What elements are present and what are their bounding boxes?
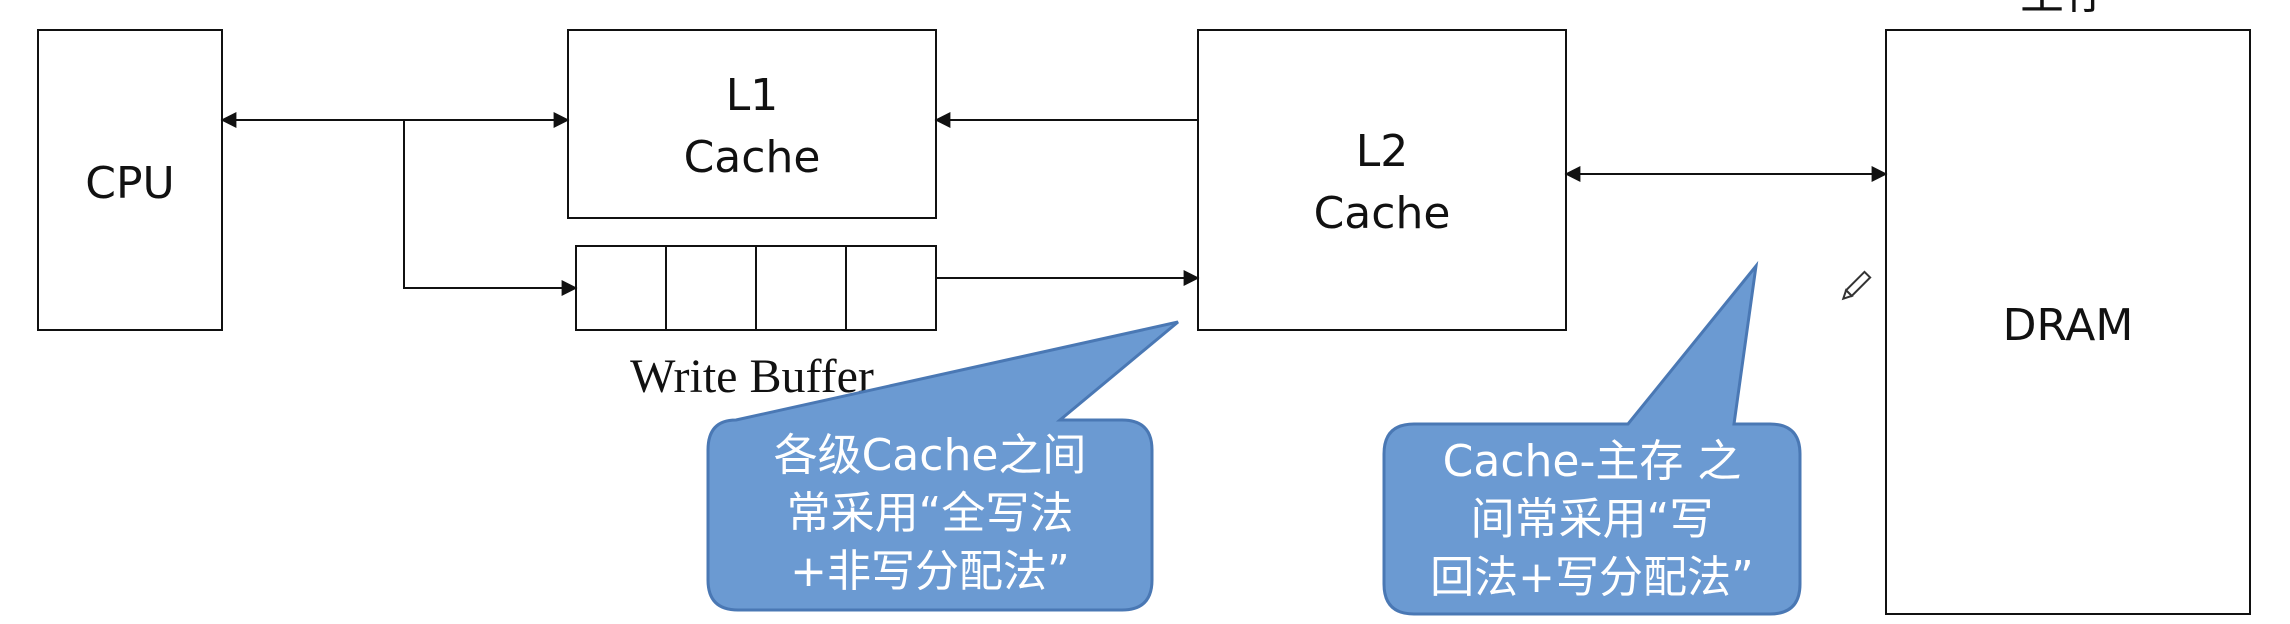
- l1-label-line2: Cache: [684, 132, 821, 183]
- write-buffer: [575, 245, 937, 331]
- dram-label: DRAM: [2003, 300, 2134, 351]
- callout-right-line3: 回法+写分配法”: [1430, 552, 1754, 603]
- cpu-label: CPU: [85, 158, 174, 209]
- callout-left-line1: 各级Cache之间: [774, 430, 1087, 481]
- callout-left: 各级Cache之间 常采用“全写法 +非写分配法”: [706, 320, 1179, 612]
- cpu-write-buffer-arrow: [403, 120, 578, 296]
- callout-right: Cache-主存 之 间常采用“写 回法+写分配法”: [1382, 260, 1802, 616]
- l1-label-line1: L1: [726, 70, 779, 121]
- cpu-box: [37, 29, 223, 331]
- l2-label-line1: L2: [1356, 126, 1409, 177]
- callout-right-line1: Cache-主存 之: [1443, 436, 1742, 487]
- l1-cache-box: [567, 29, 937, 219]
- connectors: [220, 112, 1888, 296]
- dram-box: [1885, 29, 2251, 615]
- write-buffer-label: Write Buffer: [630, 350, 874, 403]
- callout-left-line2: 常采用“全写法: [787, 488, 1074, 539]
- main-memory-heading: 主存: [2020, 0, 2108, 19]
- callout-right-line2: 间常采用“写: [1471, 494, 1714, 545]
- callout-left-line3: +非写分配法”: [790, 546, 1070, 597]
- l2-label-line2: Cache: [1314, 188, 1451, 239]
- l2-cache-box: [1197, 29, 1567, 331]
- pencil-icon: [1841, 270, 1872, 301]
